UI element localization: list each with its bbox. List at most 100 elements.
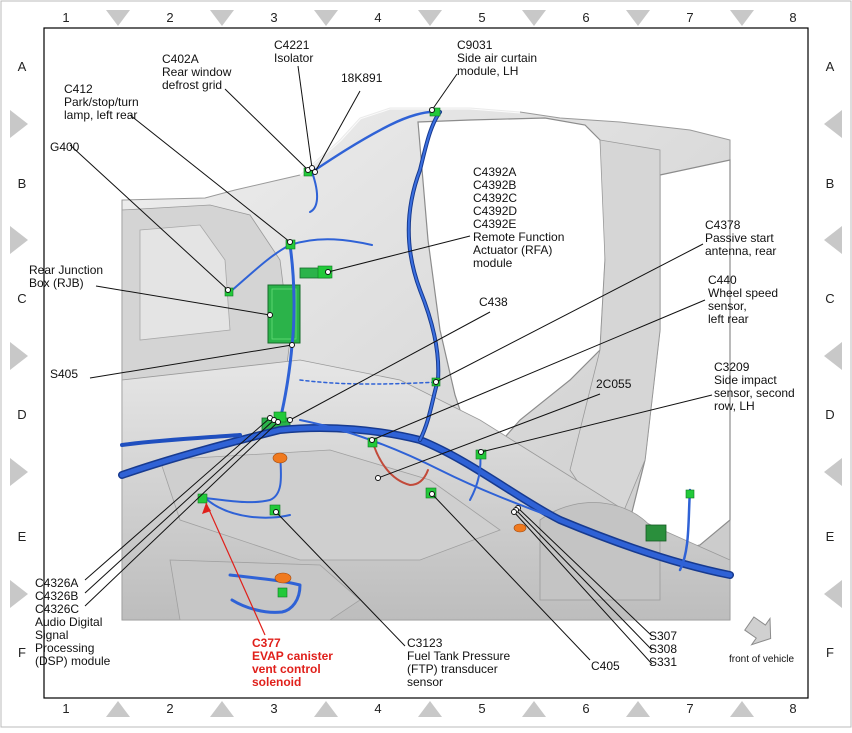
- label-line: Remote Function: [473, 230, 564, 244]
- grid-column-label: 1: [62, 10, 69, 25]
- leader-line: [84, 421, 279, 607]
- label-line: Wheel speed: [708, 286, 778, 300]
- grid-row-label: D: [825, 407, 834, 422]
- front-of-vehicle-arrow-icon: [744, 616, 772, 646]
- grid-marker-top: [106, 10, 130, 26]
- leader-endpoint: [287, 417, 293, 423]
- label-line: module: [473, 256, 513, 270]
- leader-line: [275, 511, 406, 647]
- label-line: C4392D: [473, 204, 517, 218]
- label-line: lamp, left rear: [64, 108, 137, 122]
- label-line: C4221: [274, 38, 310, 52]
- label-line: C402A: [162, 52, 199, 66]
- grid-row-label: A: [826, 59, 835, 74]
- label-line: C4326A: [35, 576, 78, 590]
- label-line: C3209: [714, 360, 750, 374]
- leader-lines: [69, 65, 713, 665]
- label-line: Isolator: [274, 51, 313, 65]
- label-line: left rear: [708, 312, 749, 326]
- leader-line: [95, 285, 271, 316]
- leader-line: [289, 311, 491, 421]
- grid-marker-right: [824, 580, 842, 608]
- grid-marker-top: [522, 10, 546, 26]
- label-line: C405: [591, 659, 620, 673]
- label-front: front of vehicle: [729, 654, 794, 665]
- leader-endpoint: [429, 491, 435, 497]
- grid-row-label: E: [18, 529, 27, 544]
- leader-line: [513, 511, 653, 665]
- label-line: row, LH: [714, 399, 755, 413]
- vehicle-body: [121, 106, 731, 621]
- grid-marker-bottom: [626, 701, 650, 717]
- label-line: C4326C: [35, 602, 79, 616]
- leader-endpoint: [369, 437, 375, 443]
- label-line: Fuel Tank Pressure: [407, 649, 510, 663]
- leader-line: [224, 88, 309, 171]
- grid-marker-left: [10, 226, 28, 254]
- leader-endpoint: [289, 342, 295, 348]
- label-line: S405: [50, 367, 78, 381]
- grid-marker-bottom: [522, 701, 546, 717]
- leader-line: [297, 65, 313, 169]
- leader-line: [84, 417, 271, 581]
- grid-marker-left: [10, 342, 28, 370]
- leader-line: [314, 90, 361, 173]
- label-line: Side impact: [714, 373, 777, 387]
- grid-marker-top: [626, 10, 650, 26]
- grid-column-label: 5: [478, 701, 485, 716]
- label-line: sensor,: [708, 299, 747, 313]
- leader-endpoint: [325, 269, 331, 275]
- label-line: C4392E: [473, 217, 516, 231]
- label-line: S307: [649, 629, 677, 643]
- label-line: Actuator (RFA): [473, 243, 552, 257]
- grid-column-label: 6: [582, 10, 589, 25]
- label-line: C438: [479, 295, 508, 309]
- leader-arrowhead-c377: [202, 503, 211, 514]
- label-line: Park/stop/turn: [64, 95, 139, 109]
- grid-row-label: B: [18, 176, 27, 191]
- label-line: 2C055: [596, 377, 632, 391]
- grid-marker-top: [418, 10, 442, 26]
- grid-marker-right: [824, 458, 842, 486]
- grid-column-label: 7: [686, 10, 693, 25]
- grid-row-label: E: [826, 529, 835, 544]
- label-line: sensor: [407, 675, 443, 689]
- grid-row-label: D: [17, 407, 26, 422]
- leader-endpoint: [225, 287, 231, 293]
- label-line: C3123: [407, 636, 443, 650]
- leader-endpoint: [273, 509, 279, 515]
- leader-endpoint: [433, 379, 439, 385]
- label-line: Signal: [35, 628, 68, 642]
- grid-column-label: 3: [270, 701, 277, 716]
- leader-line: [327, 235, 471, 273]
- label-line: C412: [64, 82, 93, 96]
- grid-marker-top: [314, 10, 338, 26]
- label-line: Processing: [35, 641, 94, 655]
- label-line: (DSP) module: [35, 654, 111, 668]
- grid-marker-left: [10, 110, 28, 138]
- grid-column-label: 6: [582, 701, 589, 716]
- label-line: G400: [50, 140, 80, 154]
- grid-marker-bottom: [418, 701, 442, 717]
- leader-endpoint: [287, 239, 293, 245]
- label-c438: C438: [479, 295, 508, 309]
- grid-marker-top: [210, 10, 234, 26]
- leader-endpoint: [309, 165, 315, 171]
- grid-marker-bottom: [730, 701, 754, 717]
- label-line: defrost grid: [162, 78, 222, 92]
- label-line: Side air curtain: [457, 51, 537, 65]
- grid-marker-bottom: [314, 701, 338, 717]
- label-line: C4392B: [473, 178, 516, 192]
- grid-marker-bottom: [106, 701, 130, 717]
- label-k18891: 18K891: [341, 71, 383, 85]
